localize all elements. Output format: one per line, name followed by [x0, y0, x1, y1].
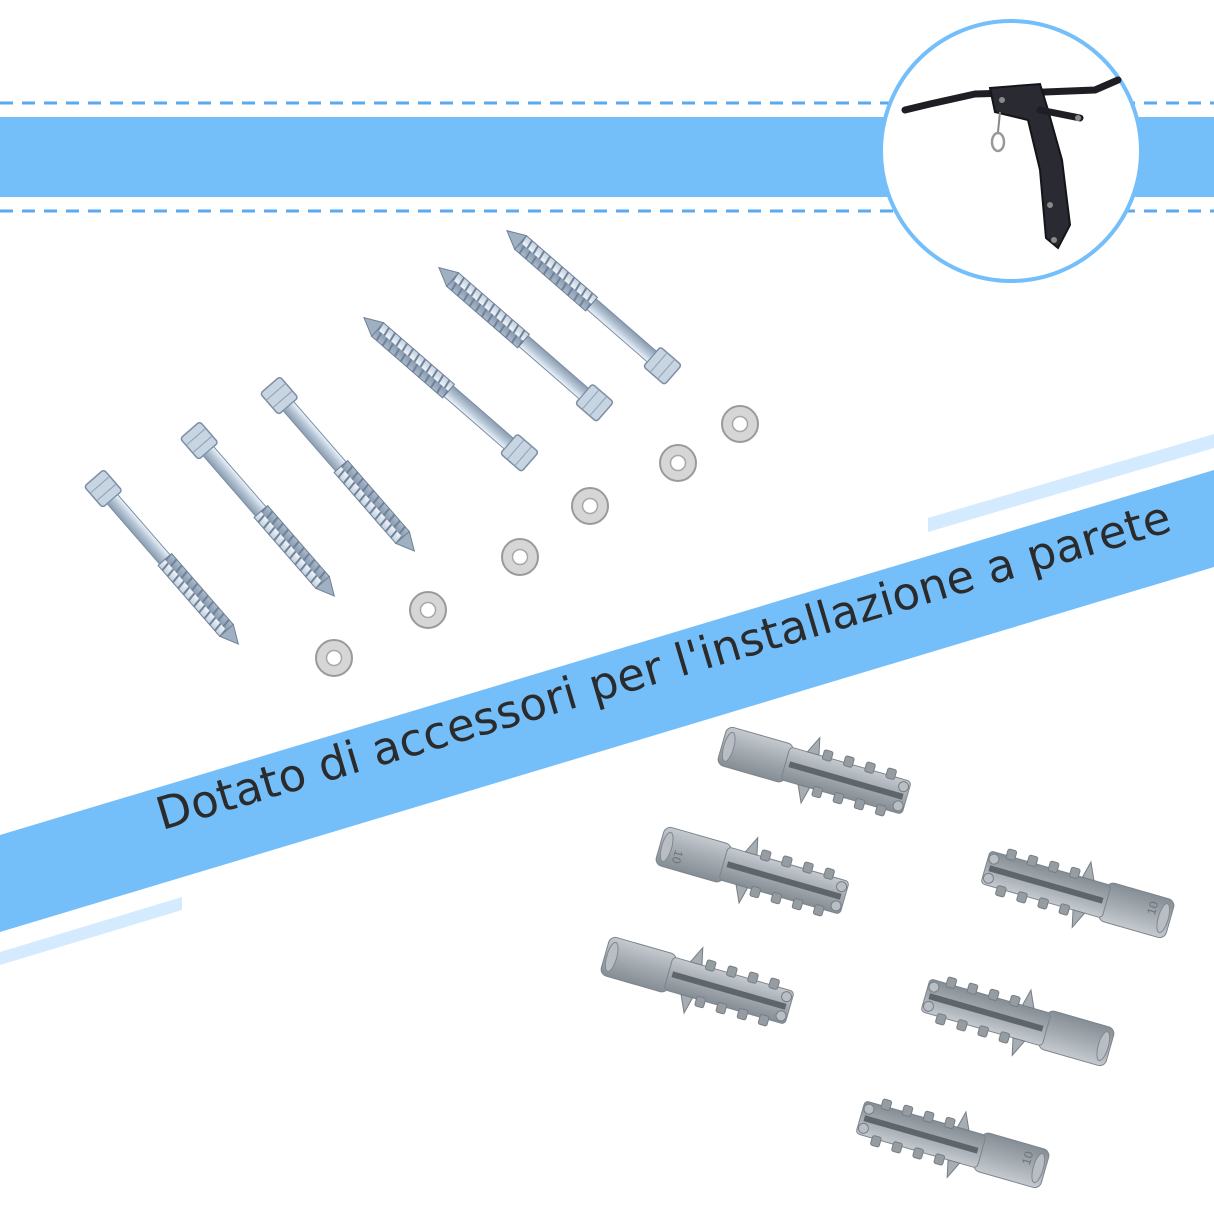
flat-washer-icon	[409, 591, 447, 629]
wall-plug-anchor-icon	[915, 961, 1120, 1082]
diagonal-bands	[0, 434, 1214, 965]
flat-washer-icon	[501, 538, 539, 576]
bolt-group	[83, 220, 683, 654]
product-inset	[879, 19, 1143, 283]
hex-lag-bolt-icon	[83, 468, 249, 654]
anchor-size-label: 10	[1019, 1149, 1036, 1166]
flat-washer-icon	[571, 487, 609, 525]
wall-plug-anchor-icon: 10	[975, 833, 1180, 954]
wall-plug-anchor-icon	[595, 921, 800, 1042]
wall-plug-anchor-icon: 10	[650, 811, 855, 932]
flat-washer-icon	[315, 639, 353, 677]
anchor-size-label: 10	[1144, 899, 1161, 916]
hex-lag-bolt-icon	[497, 220, 683, 386]
flat-washer-icon	[721, 405, 759, 443]
accent-stripe-right	[928, 434, 1214, 532]
wall-plug-anchor-icon	[712, 711, 917, 832]
accent-stripe-left	[0, 897, 182, 965]
wall-plug-anchor-icon: 10	[850, 1083, 1055, 1204]
anchor-group: 10 10 10	[595, 711, 1180, 1204]
anchor-size-label: 10	[669, 849, 686, 866]
caption-band	[0, 470, 1214, 932]
flat-washer-icon	[659, 444, 697, 482]
inset-circle	[879, 19, 1143, 283]
wall-mounted-boxing-bag-bracket-icon	[901, 76, 1122, 250]
